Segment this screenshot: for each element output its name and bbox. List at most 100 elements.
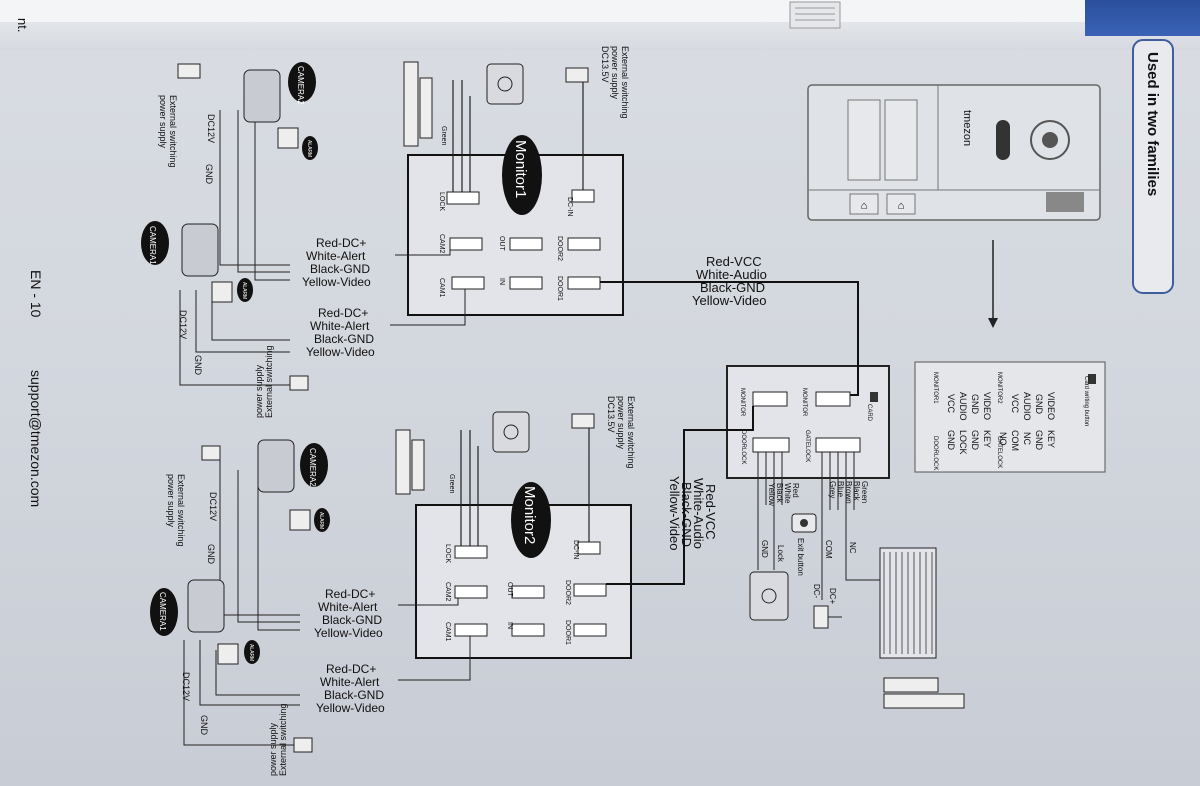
magnetic-lock — [883, 677, 965, 709]
gnd-2: GND — [193, 355, 203, 376]
ext-2a: External switching — [264, 345, 274, 418]
m1-black-gnd: Black-GND — [700, 280, 765, 295]
camera2-top-label: CAMERA2 — [296, 66, 305, 105]
monitor2-box: Monitor2 DC-IN LOCK CAM2 CAM1 OUT IN DOO… — [415, 482, 632, 659]
dc-plus-label: DC+ — [828, 588, 837, 605]
footer-email: support@tmezon.com — [28, 370, 44, 507]
lock-gnd-label: GND — [760, 540, 769, 558]
nc-label: NC — [848, 542, 857, 554]
m1-out: OUT — [498, 236, 505, 252]
term-gnd-2: GND — [970, 394, 980, 415]
dc12v-4: DC12V — [181, 672, 191, 701]
dist-card: CARD — [866, 404, 872, 422]
alarm-c2-bottom: ALARM — [318, 512, 324, 529]
ext-4b: power supply — [268, 722, 278, 776]
m1-cam1-yellow: Yellow-Video — [306, 345, 375, 359]
m2-cam1-red: Red-DC+ — [326, 662, 376, 676]
dc12v-2: DC12V — [178, 310, 188, 339]
m1-red-vcc: Red-VCC — [706, 254, 762, 269]
term-vcc: VCC — [1010, 394, 1020, 414]
m1-cam2-yellow: Yellow-Video — [302, 275, 371, 289]
m1-yellow-video: Yellow-Video — [692, 293, 766, 308]
ext-3a: External switching — [176, 474, 186, 547]
m1-cam2-white: White-Alert — [306, 249, 366, 263]
m1-door-lock — [486, 63, 524, 105]
arrow-down-icon — [988, 318, 998, 328]
terminal-panel: Card writing button VIDEO GND AUDIO VCC … — [914, 361, 1106, 473]
wire-grey: Grey — [828, 481, 837, 498]
term-key: KEY — [1046, 430, 1056, 448]
m1-mag-lock — [403, 61, 433, 147]
m2-supply-3: DC13.5V — [606, 396, 616, 433]
m2-out: OUT — [506, 582, 513, 598]
m1-green: Green — [440, 126, 447, 146]
camera1-top: CAMERA1 ALARM — [141, 221, 253, 303]
ext-4a: External switching — [278, 703, 288, 776]
term-com: COM — [1010, 430, 1020, 451]
ext-1b: power supply — [158, 95, 168, 149]
brand-label: tmezon — [961, 110, 973, 146]
footer-page: EN - 10 — [28, 270, 44, 318]
m2-black-gnd: Black-GND — [679, 482, 694, 547]
m1-supply-adapter — [565, 67, 589, 83]
bell-icon: ⌂ — [861, 200, 868, 212]
m2-cam2-yellow: Yellow-Video — [314, 626, 383, 640]
m2-cam2: CAM2 — [444, 582, 451, 602]
alarm-c2-top: ALARM — [306, 140, 312, 157]
m2-supply-1: External switching — [626, 396, 636, 469]
dist-monitor: MONITOR — [739, 388, 745, 417]
m2-cam2-black: Black-GND — [322, 613, 382, 627]
m2-cam1-white: White-Alert — [320, 675, 380, 689]
m2-door2: DOOR2 — [564, 580, 571, 605]
term-gnd-r3: GND — [946, 430, 956, 451]
dist-monitor-b: MONITOR — [801, 388, 807, 417]
wire-brown: Brown — [844, 481, 853, 504]
power-adapter — [177, 63, 313, 753]
section-tab: Used in two families — [1132, 39, 1174, 294]
term-video-2: VIDEO — [982, 392, 992, 420]
bell-icon: ⌂ — [898, 200, 905, 212]
m2-cam2-red: Red-DC+ — [325, 587, 375, 601]
camera1-bottom-label: CAMERA1 — [158, 592, 167, 631]
wire-white: White — [783, 483, 792, 504]
monitor1-box: Monitor1 DC-IN LOCK CAM2 CAM1 OUT IN DOO… — [407, 135, 624, 316]
power-adapter — [813, 605, 842, 629]
m2-cam2-white: White-Alert — [318, 600, 378, 614]
m1-cam1-black: Black-GND — [314, 332, 374, 346]
alarm-c1-top: ALARM — [241, 282, 247, 299]
gnd-4: GND — [199, 715, 209, 736]
m2-supply-2: power supply — [616, 396, 626, 450]
wire-green: Green — [860, 481, 869, 503]
electric-lock — [749, 571, 789, 621]
wire-blue: Blue — [836, 481, 845, 498]
term-audio-2: AUDIO — [958, 392, 968, 421]
m2-green: Green — [448, 474, 455, 494]
term-key-2: KEY — [982, 430, 992, 448]
com-label: COM — [824, 540, 833, 559]
term-gatelock: GATELOCK — [996, 436, 1002, 468]
monitor2-name: Monitor2 — [521, 486, 538, 544]
camera2-bottom-label: CAMERA2 — [308, 448, 317, 487]
m2-red-vcc: Red-VCC — [703, 484, 718, 540]
dc-minus-label: DC- — [812, 584, 821, 599]
term-monitor1: MONITOR1 — [932, 372, 938, 404]
m1-white-audio: White-Audio — [696, 267, 767, 282]
section-tab-title: Used in two families — [1144, 52, 1161, 196]
ext-3b: power supply — [166, 474, 176, 528]
m2-white-audio: White-Audio — [691, 478, 706, 549]
m1-cam2-black: Black-GND — [310, 262, 370, 276]
blue-band — [1085, 0, 1200, 36]
term-monitor2: MONITOR2 — [996, 372, 1002, 404]
m2-supply-adapter — [571, 413, 595, 429]
page-edge — [0, 0, 1200, 22]
term-gnd: GND — [1034, 394, 1044, 415]
exit-button-label: Exit button — [796, 538, 805, 576]
distributor-box: CARD MONITOR MONITOR GATELOCK DOORLOCK G… — [726, 365, 890, 510]
dc12v-1: DC12V — [206, 114, 216, 143]
camera1-top-label: CAMERA1 — [148, 226, 157, 265]
term-lock: LOCK — [958, 430, 968, 455]
m2-lock: LOCK — [444, 544, 451, 563]
card-button-label: Card writing button — [1083, 376, 1089, 426]
outdoor-unit: tmezon ⌂ ⌂ — [807, 84, 1101, 221]
